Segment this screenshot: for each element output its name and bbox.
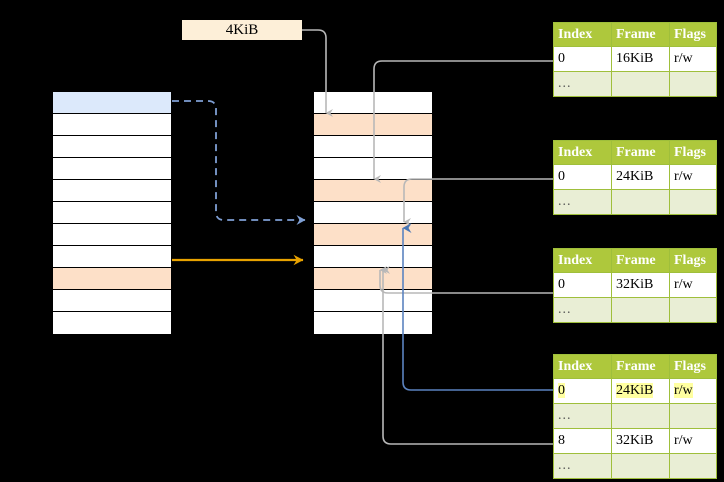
physical-memory-cell [313, 91, 433, 115]
physical-memory-cell [313, 157, 433, 181]
table-row[interactable]: ... [553, 297, 717, 323]
column-header-flags: Flags [669, 140, 717, 165]
column-header-frame: Frame [611, 354, 670, 379]
virtual-address-space-stack [52, 91, 172, 335]
virtual-address-space-cell [52, 157, 172, 181]
highlighted-value: 24KiB [616, 383, 654, 398]
physical-memory-cell [313, 311, 433, 335]
cell-frame [611, 403, 670, 429]
cell-frame: 32KiB [611, 428, 670, 454]
cell-index: ... [553, 189, 612, 215]
column-header-index: Index [553, 140, 612, 165]
column-header-frame: Frame [611, 248, 670, 273]
cell-frame: 32KiB [611, 272, 670, 298]
cell-index: 0 [553, 46, 612, 72]
cell-frame [611, 297, 670, 323]
virtual-address-space-cell [52, 179, 172, 203]
physical-memory-stack [313, 91, 433, 335]
cell-index: 0 [553, 272, 612, 298]
cell-index: 0 [553, 164, 612, 190]
cell-flags [669, 453, 717, 479]
column-header-index: Index [553, 354, 612, 379]
cell-index: ... [553, 453, 612, 479]
virtual-address-space-cell [52, 289, 172, 313]
cell-frame: 24KiB [611, 164, 670, 190]
physical-memory-cell [313, 289, 433, 313]
table-row[interactable]: ... [553, 453, 717, 479]
column-header-frame: Frame [611, 140, 670, 165]
cell-flags: r/w [669, 46, 717, 72]
table-row[interactable]: ... [553, 71, 717, 97]
cell-flags [669, 71, 717, 97]
column-header-frame: Frame [611, 22, 670, 47]
virtual-address-space-cell [52, 201, 172, 225]
page-size-label: 4KiB [182, 20, 302, 40]
cell-index: ... [553, 403, 612, 429]
table-row[interactable]: ... [553, 403, 717, 429]
virtual-address-space-cell [52, 91, 172, 115]
column-header-index: Index [553, 22, 612, 47]
virtual-address-space-cell [52, 245, 172, 269]
cell-flags: r/w [669, 378, 717, 404]
cell-flags: r/w [669, 428, 717, 454]
cell-frame [611, 71, 670, 97]
cell-frame [611, 453, 670, 479]
cell-flags [669, 403, 717, 429]
column-header-index: Index [553, 248, 612, 273]
cell-index: 0 [553, 378, 612, 404]
table-row[interactable]: 0 24KiB r/w [553, 378, 717, 404]
physical-memory-cell [313, 135, 433, 159]
physical-memory-cell [313, 113, 433, 137]
cell-frame: 24KiB [611, 378, 670, 404]
cell-flags [669, 189, 717, 215]
cell-index: ... [553, 71, 612, 97]
highlighted-value: r/w [674, 383, 693, 398]
column-header-flags: Flags [669, 354, 717, 379]
physical-memory-cell [313, 267, 433, 291]
cell-flags: r/w [669, 272, 717, 298]
virtual-address-space-cell [52, 267, 172, 291]
physical-memory-cell [313, 245, 433, 269]
virtual-address-space-cell [52, 135, 172, 159]
cell-index: ... [553, 297, 612, 323]
table-row[interactable]: ... [553, 189, 717, 215]
column-header-flags: Flags [669, 248, 717, 273]
cell-index: 8 [553, 428, 612, 454]
physical-memory-cell [313, 223, 433, 247]
cell-frame [611, 189, 670, 215]
virtual-address-space-cell [52, 113, 172, 137]
virtual-address-space-cell [52, 311, 172, 335]
cell-frame: 16KiB [611, 46, 670, 72]
highlighted-value: 0 [558, 383, 565, 398]
physical-memory-cell [313, 179, 433, 203]
cell-flags: r/w [669, 164, 717, 190]
column-header-flags: Flags [669, 22, 717, 47]
virtual-address-space-cell [52, 223, 172, 247]
physical-memory-cell [313, 201, 433, 225]
cell-flags [669, 297, 717, 323]
